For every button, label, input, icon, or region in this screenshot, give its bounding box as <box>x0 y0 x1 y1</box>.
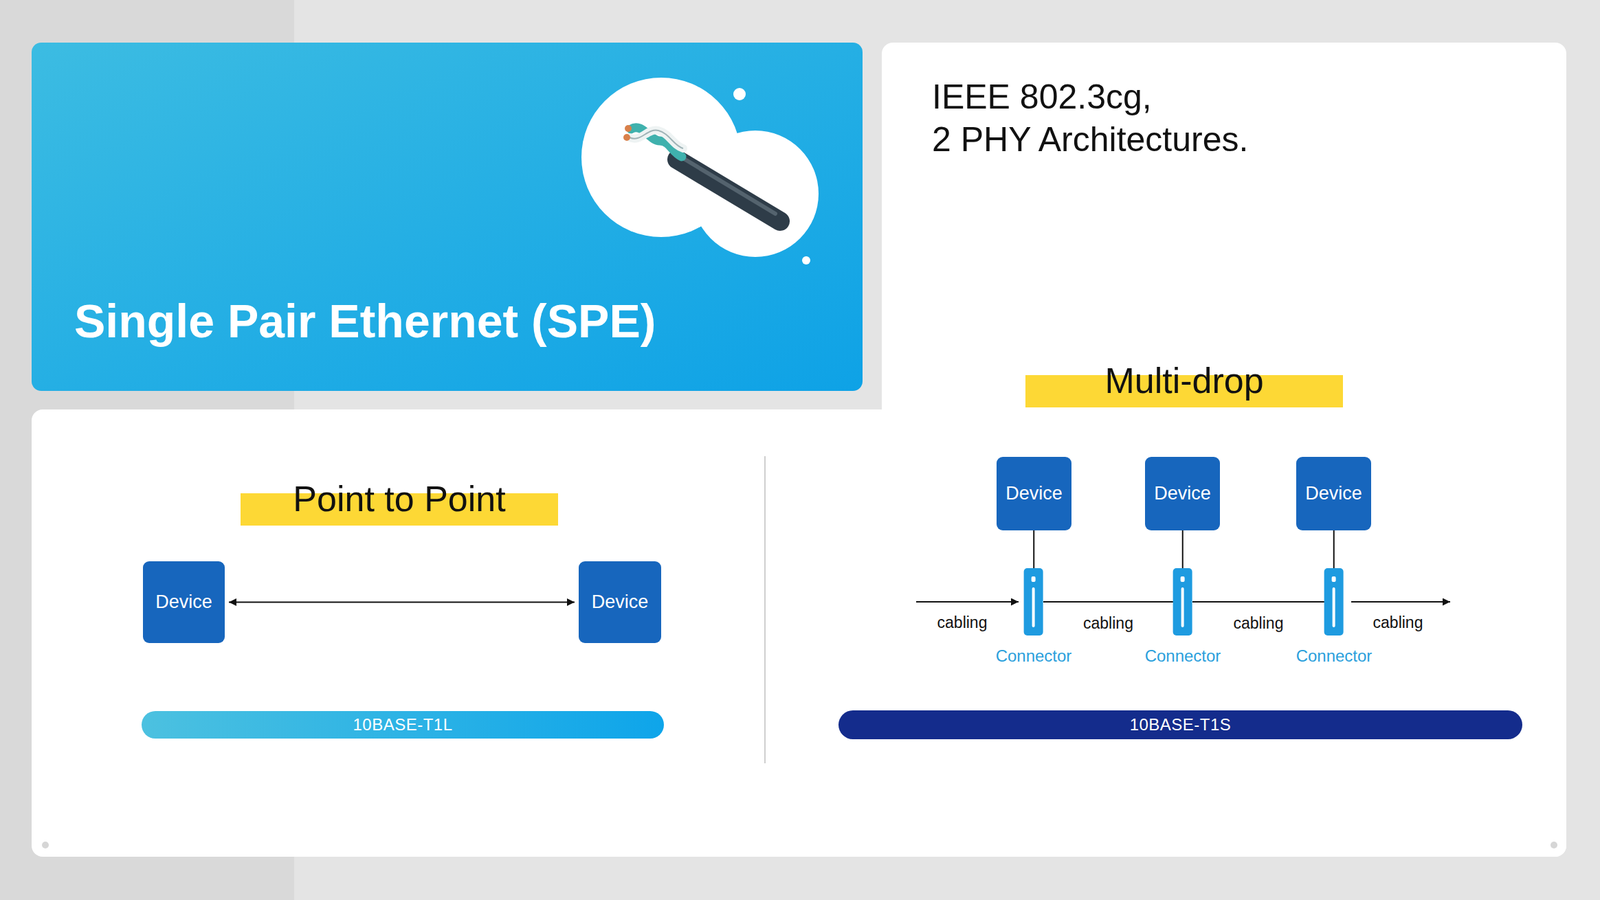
cabling-label: cabling <box>937 613 988 633</box>
cable-line <box>1043 601 1174 603</box>
phy-band: 10BASE-T1L <box>141 711 664 739</box>
corner-dot <box>41 841 49 849</box>
cabling-label: cabling <box>1081 614 1136 633</box>
bubble-dot <box>733 87 746 101</box>
divider <box>764 456 766 764</box>
title: Single Pair Ethernet (SPE) <box>74 294 656 348</box>
device-box: Device <box>142 561 225 644</box>
copper-tip <box>624 125 632 132</box>
device-label: Device <box>1005 483 1063 505</box>
cabling-stub <box>916 601 1019 603</box>
connector-body <box>1324 568 1344 636</box>
connector-slot <box>1181 587 1185 628</box>
cable-highlight <box>680 156 776 214</box>
connector-body <box>1024 568 1044 636</box>
cable-line <box>1333 530 1335 569</box>
cable-line <box>1032 530 1035 569</box>
wire-white-edge <box>629 130 684 149</box>
cabling-stub <box>1351 601 1451 603</box>
device-box: Device <box>996 457 1072 531</box>
device-label: Device <box>155 591 213 614</box>
section-heading: Point to Point <box>240 474 559 526</box>
heading-text: Multi-drop <box>1046 360 1323 402</box>
cable-line <box>1182 530 1184 569</box>
cable-line <box>1192 601 1325 603</box>
cabling-label: cabling <box>1373 613 1424 633</box>
device-label: Device <box>1305 483 1363 505</box>
spec-heading: IEEE 802.3cg, <box>931 76 1152 117</box>
band-label: 10BASE-T1L <box>352 715 453 735</box>
device-box: Device <box>578 561 662 644</box>
connector: Connector <box>1296 568 1373 666</box>
phy-band: 10BASE-T1S <box>838 710 1523 740</box>
device-box: Device <box>1145 457 1220 531</box>
connector-slot <box>1332 587 1336 628</box>
diagram-panel <box>31 409 1567 858</box>
connector-dot <box>1180 576 1185 583</box>
corner-dot <box>1550 841 1558 849</box>
connector-dot <box>1031 576 1036 583</box>
cable-line <box>228 602 575 604</box>
connector: Connector <box>995 568 1073 666</box>
connector-body <box>1173 568 1193 636</box>
spec-heading: 2 PHY Architectures. <box>931 119 1249 160</box>
band-label: 10BASE-T1S <box>1129 715 1232 735</box>
section-heading: Multi-drop <box>1025 356 1343 408</box>
bubble <box>692 130 819 258</box>
connector-label: Connector <box>1145 646 1222 666</box>
connector: Connector <box>1145 568 1222 666</box>
connector-label: Connector <box>1296 646 1373 666</box>
cabling-label: cabling <box>1231 614 1286 633</box>
wire-white <box>629 130 684 149</box>
bubble-dot <box>802 256 811 265</box>
connector-label: Connector <box>995 646 1073 666</box>
copper-tip <box>623 134 631 141</box>
cable-jacket <box>676 159 781 222</box>
title-panel <box>31 42 863 392</box>
device-label: Device <box>591 591 649 614</box>
device-box: Device <box>1296 457 1372 531</box>
heading-text: Point to Point <box>261 478 538 520</box>
connector-dot <box>1331 576 1337 583</box>
device-label: Device <box>1153 483 1211 505</box>
connector-slot <box>1032 587 1036 628</box>
